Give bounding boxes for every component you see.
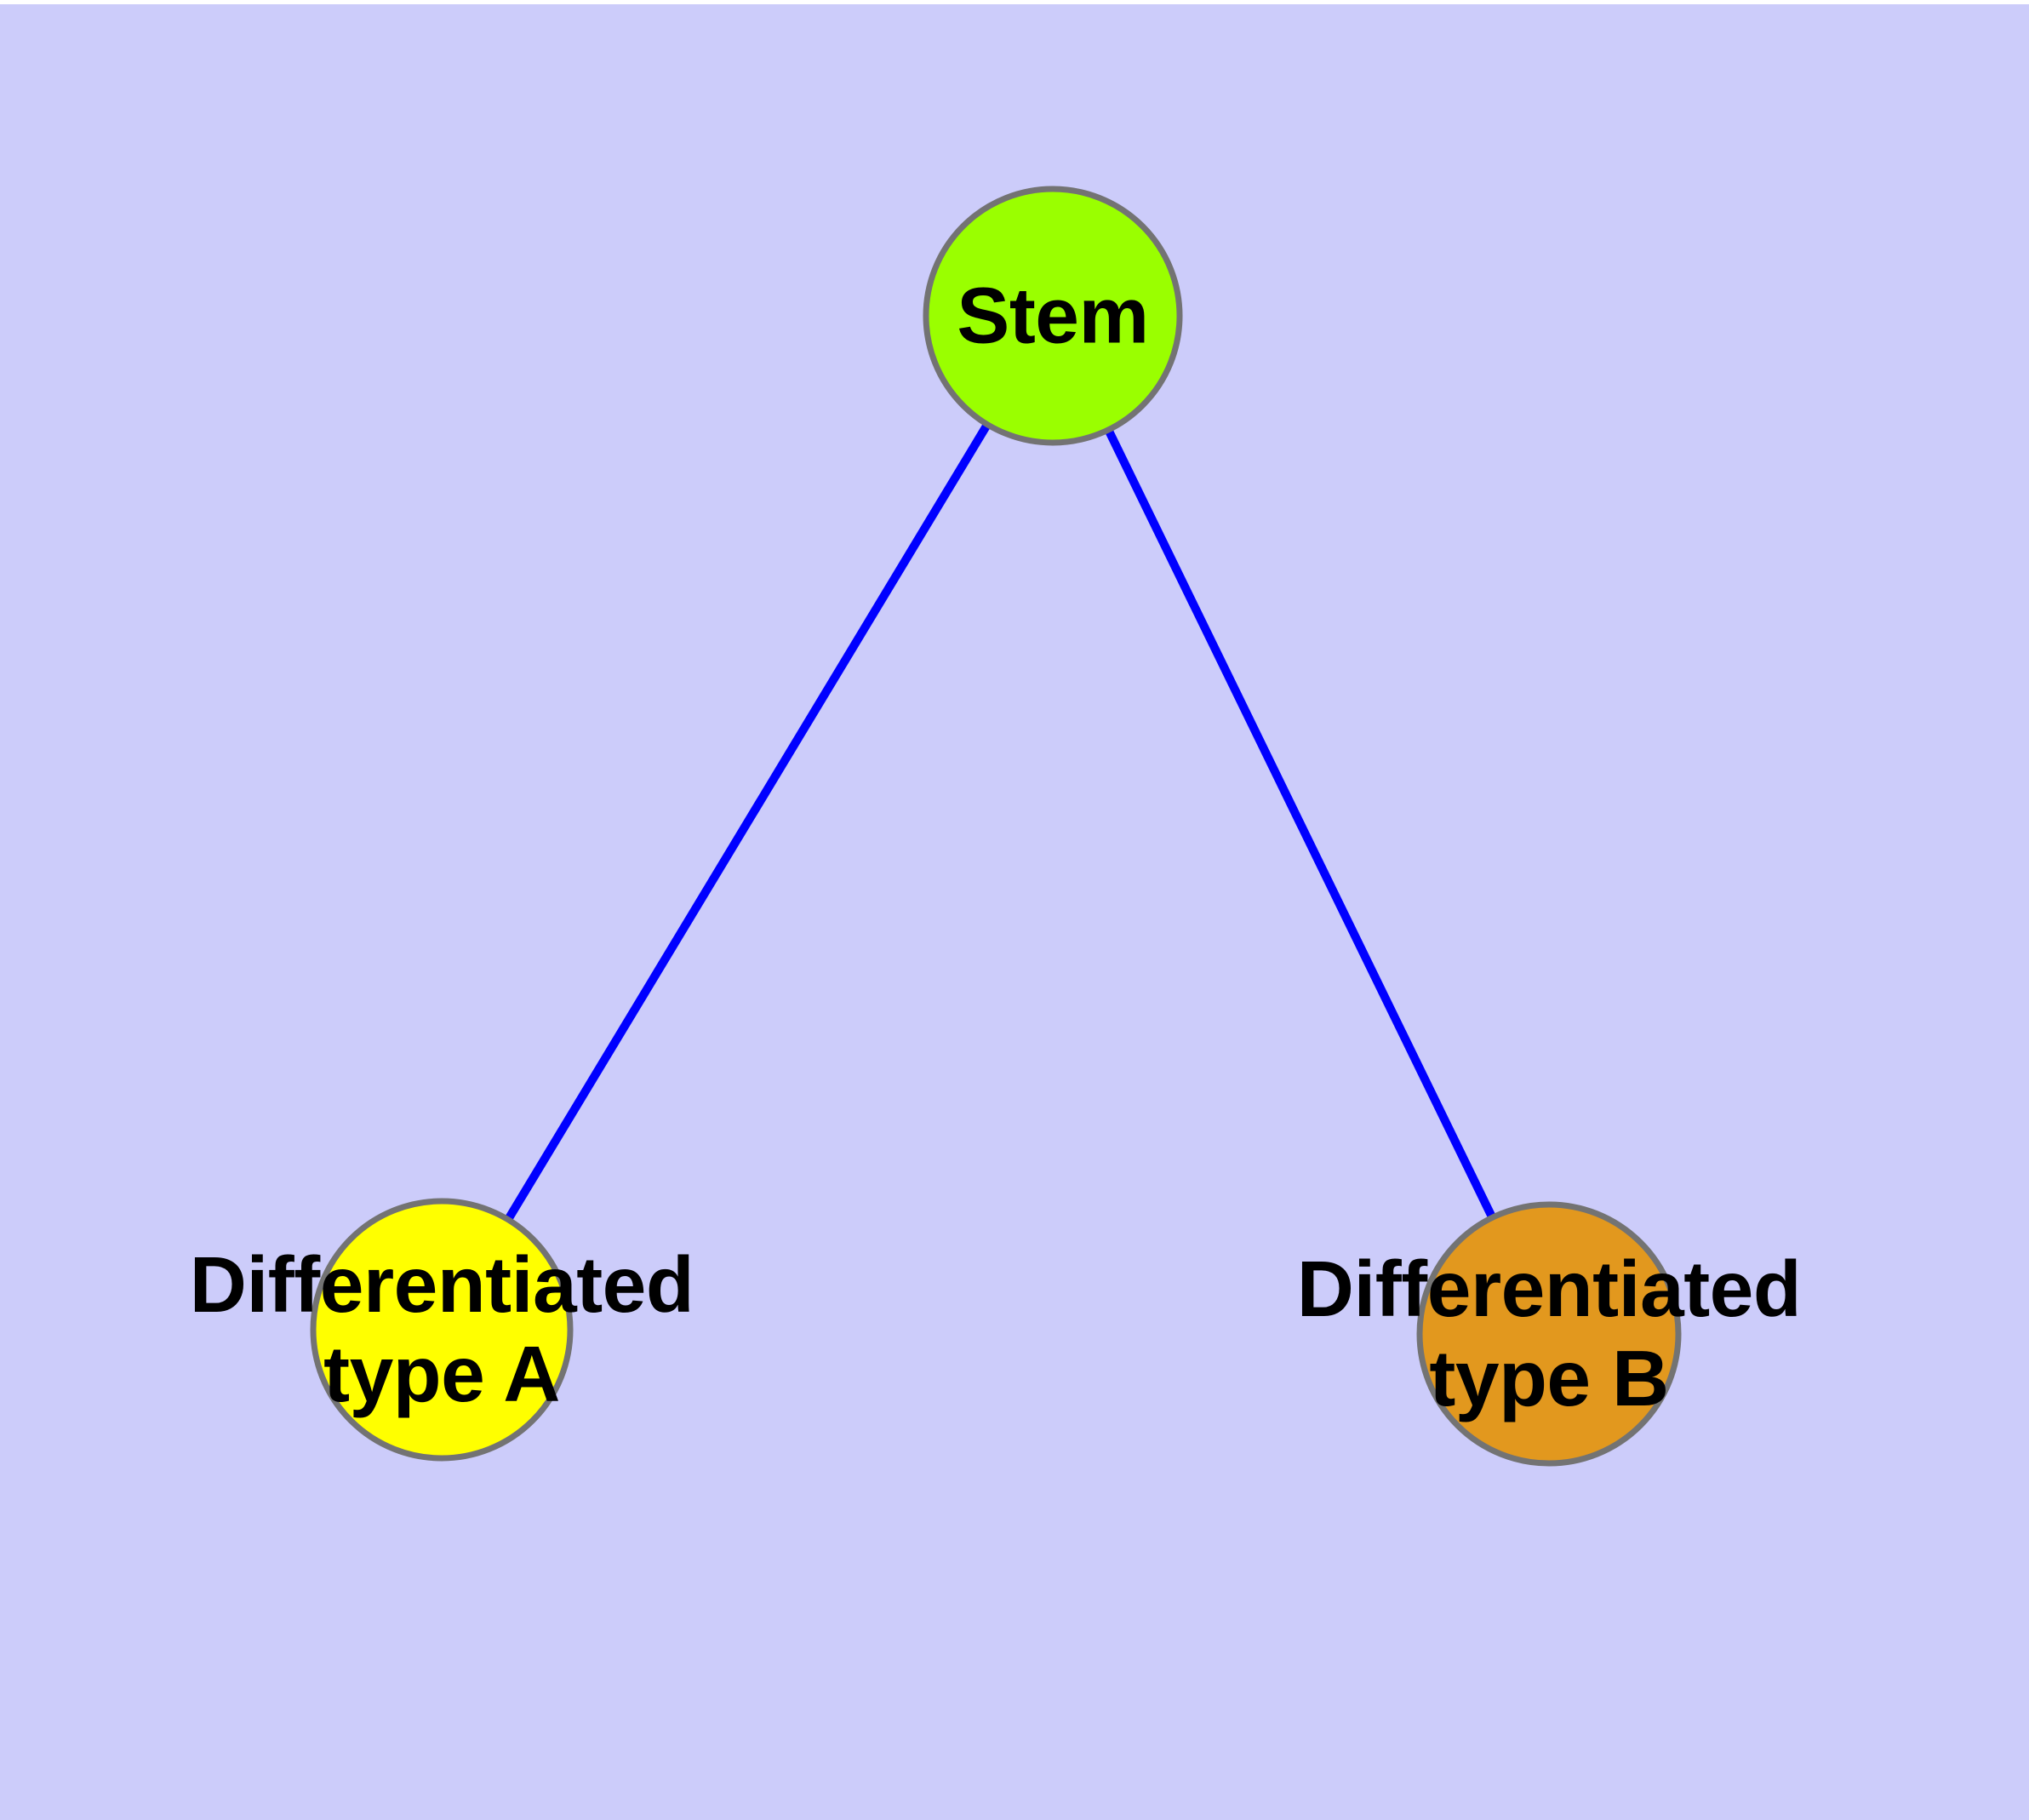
- graph-node-diff_b[interactable]: [1416, 1201, 1682, 1467]
- graph-node-stem[interactable]: [923, 186, 1183, 446]
- graph-edge-stem-to-diff_a: [505, 423, 991, 1221]
- edge-layer: [505, 423, 1496, 1221]
- graph-node-diff_a[interactable]: [310, 1198, 574, 1462]
- node-layer: [310, 186, 1682, 1467]
- graph-edge-stem-to-diff_b: [1105, 429, 1496, 1218]
